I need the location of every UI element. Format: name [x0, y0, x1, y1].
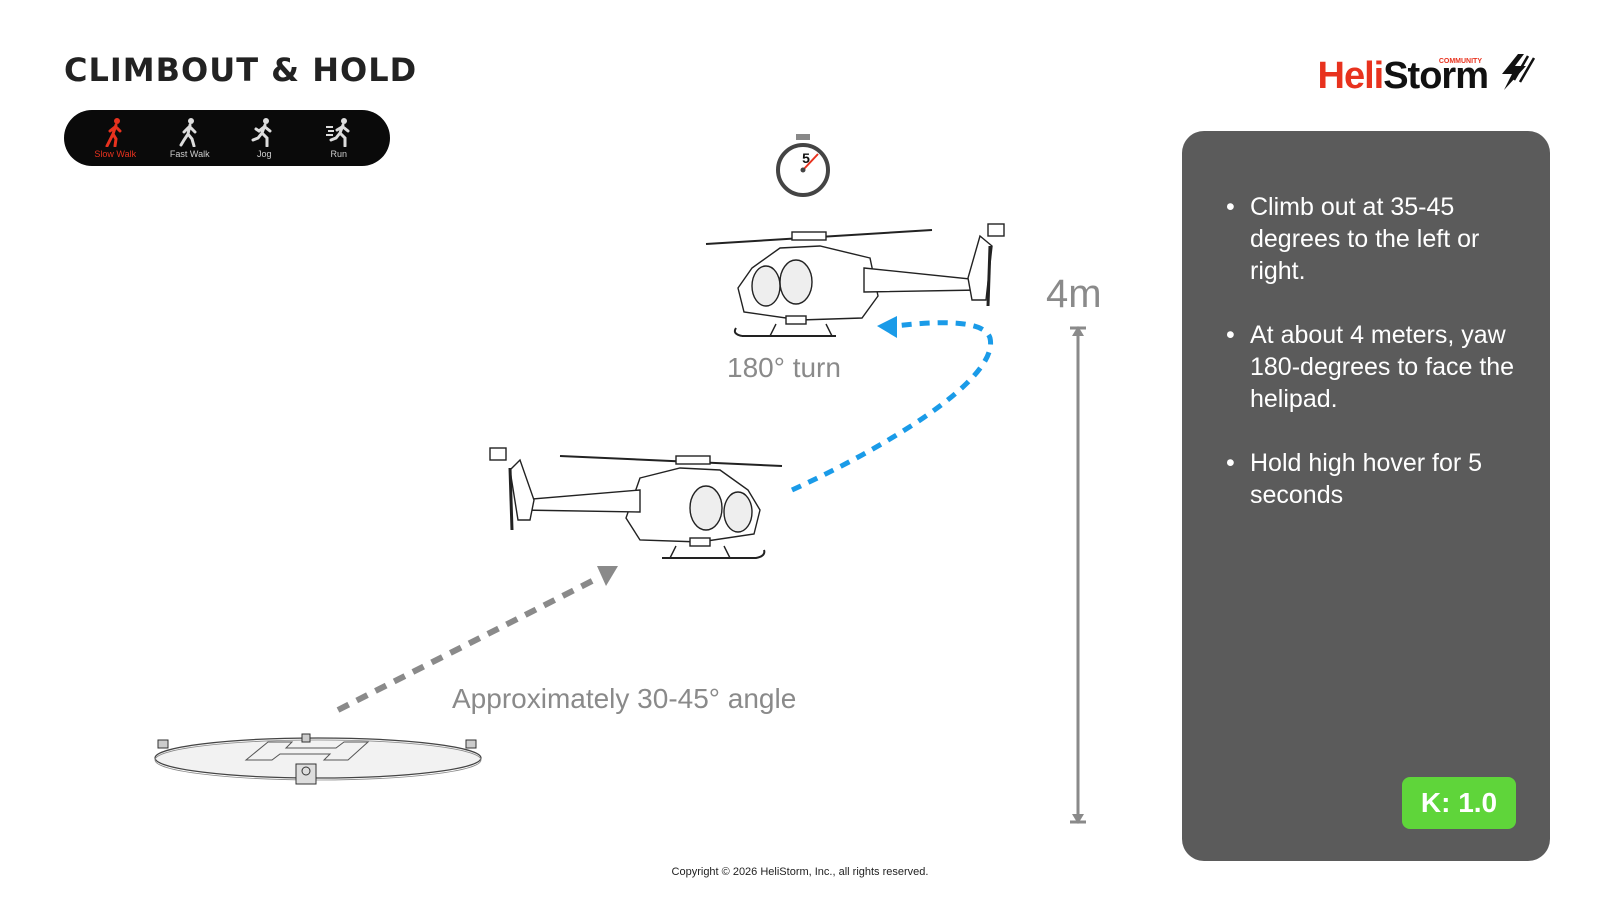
helistorm-logo: HeliStorm — [1318, 54, 1489, 98]
copyright-text: Copyright © 2026 HeliStorm, Inc., all ri… — [671, 866, 929, 878]
instruction-item: Climb out at 35-45 degrees to the left o… — [1226, 191, 1526, 287]
pace-item-run[interactable]: Run — [303, 117, 375, 159]
logo-tagline: COMMUNITY — [1438, 58, 1482, 65]
logo-text-storm: Storm — [1383, 55, 1489, 97]
fast-walk-icon — [179, 118, 197, 147]
helipad — [154, 733, 482, 785]
instruction-item: At about 4 meters, yaw 180-degrees to fa… — [1226, 319, 1526, 415]
height-label: 4m — [1046, 272, 1102, 316]
instruction-list: Climb out at 35-45 degrees to the left o… — [1226, 191, 1526, 543]
pace-selector: Slow Walk Fast Walk Jog Run — [64, 110, 390, 166]
slow-walk-icon — [105, 118, 122, 147]
stopwatch-icon — [776, 134, 830, 197]
turn-path-arrow — [790, 316, 993, 493]
pace-label: Fast Walk — [169, 149, 210, 159]
pace-label: Run — [330, 149, 347, 159]
helicopter-climbing — [489, 447, 783, 559]
logo-text-heli: Heli — [1317, 55, 1385, 97]
k-factor-badge: K: 1.0 — [1402, 777, 1516, 829]
lightning-bolt-icon — [1502, 54, 1536, 90]
climb-path-arrow — [336, 566, 618, 713]
instructions-panel: Climb out at 35-45 degrees to the left o… — [1182, 131, 1550, 861]
pace-item-fast-walk[interactable]: Fast Walk — [154, 117, 226, 159]
run-icon — [325, 118, 350, 147]
turn-label: 180° turn — [727, 352, 841, 383]
pace-label: Jog — [256, 149, 272, 159]
angle-label: Approximately 30-45° angle — [452, 683, 797, 714]
helicopter-hovering — [705, 223, 1005, 337]
height-indicator — [1070, 326, 1086, 824]
maneuver-diagram — [154, 134, 1086, 824]
instruction-item: Hold high hover for 5 seconds — [1226, 447, 1526, 511]
pace-item-slow-walk[interactable]: Slow Walk — [79, 117, 151, 159]
timer-value: 5 — [802, 150, 810, 166]
pace-item-jog[interactable]: Jog — [228, 117, 300, 159]
page-title: CLIMBOUT & HOLD — [64, 51, 418, 89]
pace-label: Slow Walk — [94, 149, 137, 159]
jog-icon — [251, 118, 272, 147]
